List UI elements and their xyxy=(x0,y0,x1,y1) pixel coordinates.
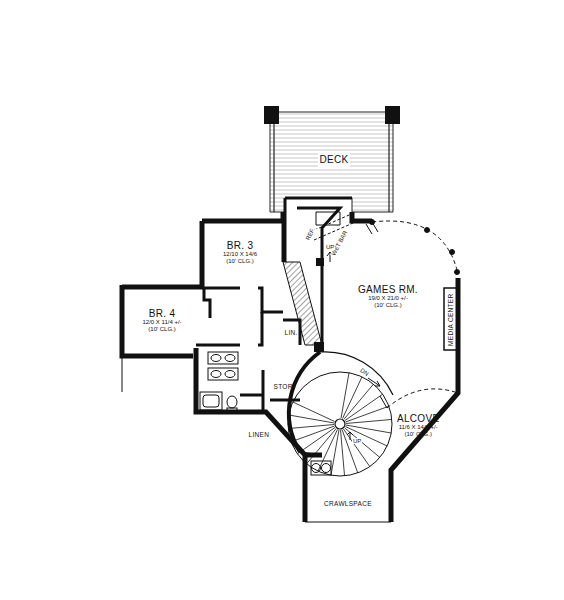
room-dimension: 19/0 X 21/0 +/- xyxy=(358,295,418,302)
stair-tread xyxy=(343,377,362,419)
stair-tread xyxy=(297,427,335,453)
ceiling-height: (10' CLG.) xyxy=(397,431,439,438)
room-name: DECK xyxy=(320,154,349,166)
stair-arrows xyxy=(327,252,380,440)
room-label: CRAWLSPACE xyxy=(324,500,372,507)
room-label: BR. 412/0 X 11/4 +/-(10' CLG.) xyxy=(143,308,182,333)
room-name: CRAWLSPACE xyxy=(324,500,372,507)
stair-tread xyxy=(289,415,334,423)
stair-tread xyxy=(345,427,387,446)
thin-lines xyxy=(122,220,460,523)
plan-note-text: UP xyxy=(353,438,361,445)
room-label: ALCOVE11/6 X 14/0 +/-(10' CLG.) xyxy=(397,413,439,438)
stair-tread xyxy=(331,430,339,475)
room-dimension: 11/6 X 14/0 +/- xyxy=(397,424,439,431)
exterior-walls xyxy=(122,212,458,522)
room-name: BR. 3 xyxy=(223,240,257,252)
deck xyxy=(264,106,400,212)
stair-tread xyxy=(288,425,334,429)
closet-label: LINEN xyxy=(249,431,270,438)
room-label: GAMES RM.19/0 X 21/0 +/-(10' CLG.) xyxy=(358,284,418,309)
deck-post xyxy=(264,106,279,124)
stair-tread xyxy=(346,406,389,422)
ceiling-height: (10' CLG.) xyxy=(223,258,257,265)
deck-label: DECK xyxy=(318,153,351,167)
stair-tread xyxy=(344,384,374,419)
room-name: MEDIA CENTER xyxy=(447,293,454,345)
stair-tread xyxy=(307,429,337,464)
room-name: ALCOVE xyxy=(397,413,439,425)
room-name: LINEN xyxy=(249,431,270,438)
bath-fixtures xyxy=(200,352,238,411)
room-name: BR. 4 xyxy=(143,308,182,320)
media-center xyxy=(444,288,458,350)
stair-tread xyxy=(345,394,383,420)
stair-tread xyxy=(343,429,369,467)
ceiling-height: (10' CLG.) xyxy=(358,302,418,309)
plan-note-text: UP xyxy=(326,244,334,251)
room-name: LIN. xyxy=(285,329,298,336)
room-dimension: 12/10 X 14/6 xyxy=(223,251,257,258)
plan-note-text: DN xyxy=(358,367,369,377)
room-name: STOR. xyxy=(274,383,295,390)
closet-label: STOR. xyxy=(274,383,295,390)
stair-tread xyxy=(341,430,345,476)
closet-label: LIN. xyxy=(285,329,298,336)
stair-tread xyxy=(342,430,358,473)
plan-note: UP xyxy=(325,244,335,251)
stair-tread xyxy=(293,402,335,421)
stair-tread xyxy=(291,426,334,442)
spiral-stair xyxy=(288,352,393,476)
room-label: BR. 312/10 X 14/6(10' CLG.) xyxy=(223,240,257,265)
stair-tread xyxy=(341,373,349,418)
deck-post xyxy=(385,106,400,124)
plan-note: UP xyxy=(352,438,362,445)
stair-tread xyxy=(346,419,392,423)
water-heaters xyxy=(311,461,331,475)
stair xyxy=(283,258,324,352)
stair-tread xyxy=(345,428,380,458)
stair-tread xyxy=(346,425,391,433)
room-dimension: 12/0 X 11/4 +/- xyxy=(143,319,182,326)
interior-walls xyxy=(196,198,352,412)
media-center-label: MEDIA CENTER xyxy=(447,293,454,345)
ceiling-height: (10' CLG.) xyxy=(143,326,182,333)
plan-note-text: REF. xyxy=(304,227,316,242)
stair-tread xyxy=(318,429,337,471)
room-name: GAMES RM. xyxy=(358,284,418,296)
